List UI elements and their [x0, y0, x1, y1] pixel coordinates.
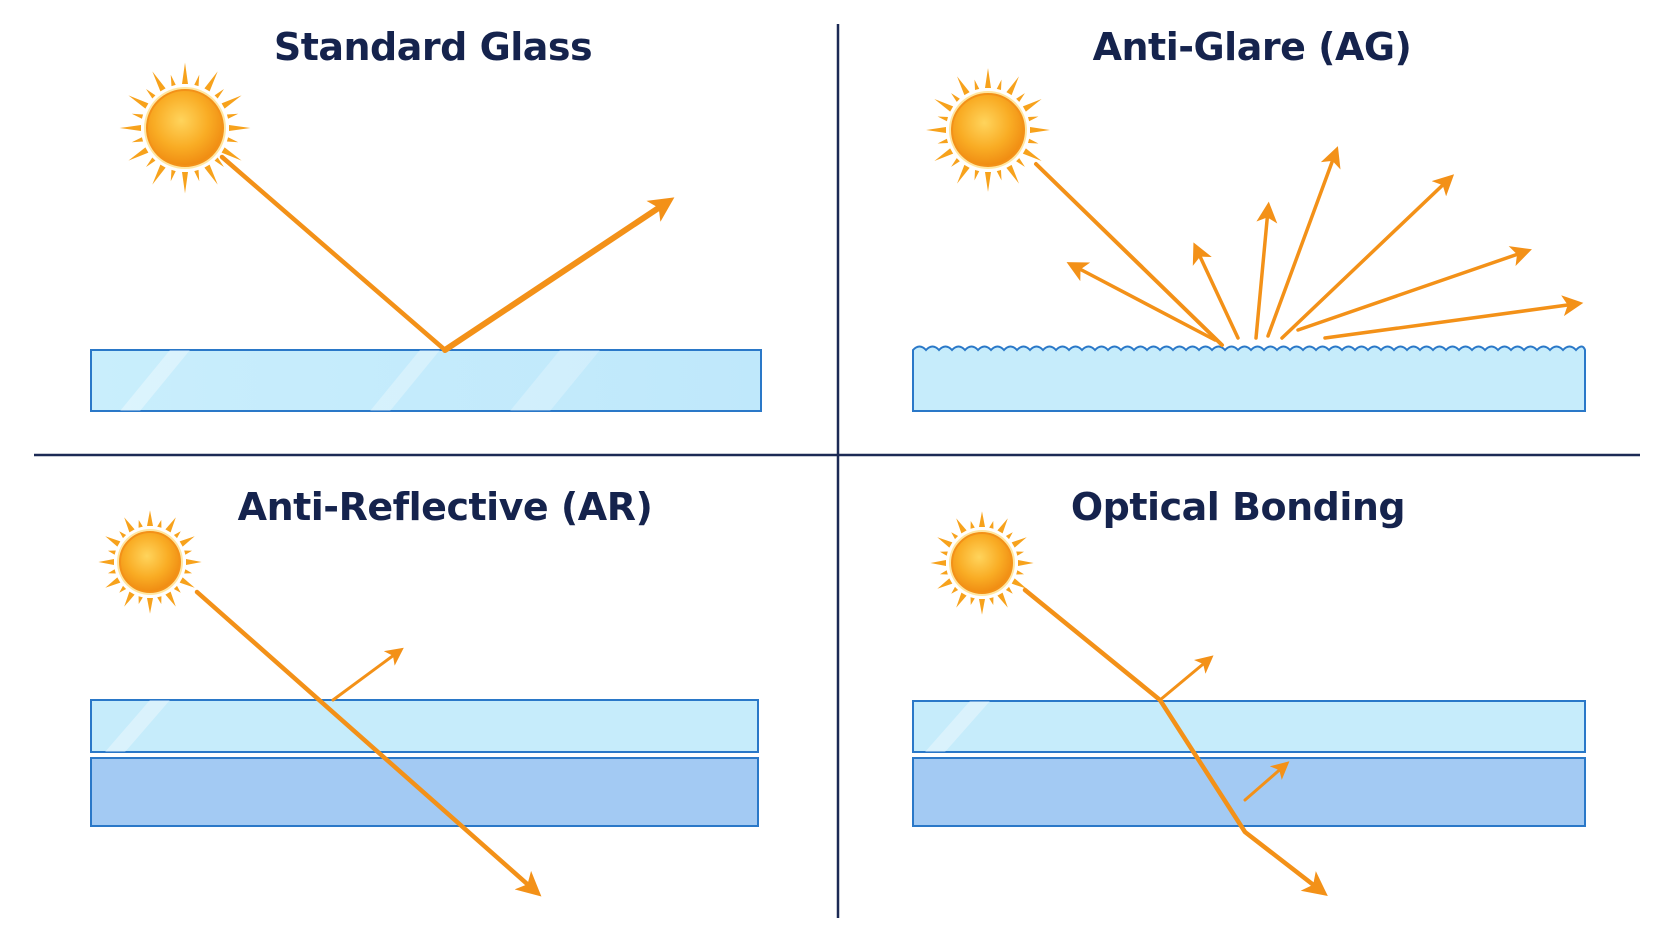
incident-ray: [219, 154, 448, 353]
transmitted-ray: [194, 589, 542, 897]
sun-icon: [119, 62, 251, 194]
sun-icon: [98, 510, 202, 614]
bonded-glass-stack: [912, 700, 1586, 827]
scattered-ray: [1280, 174, 1455, 340]
glass-pane: [90, 349, 762, 412]
weak-reflected-ray: [1158, 655, 1214, 702]
panel-standard-glass: Standard Glass: [90, 25, 762, 412]
panel-anti-reflective: Anti-Reflective (AR): [90, 485, 759, 897]
incident-ray: [1034, 162, 1224, 347]
cover-glass-layer: [912, 700, 1586, 753]
reflected-ray: [442, 197, 675, 353]
sun-icon: [930, 511, 1034, 615]
scattered-ray: [1323, 295, 1584, 340]
weak-reflected-ray: [331, 647, 404, 702]
transmitted-ray: [1022, 587, 1328, 897]
scattered-ray: [1192, 242, 1240, 340]
sun-icon: [926, 68, 1050, 192]
layered-glass-stack: [90, 699, 759, 827]
panel-optical-bonding: Optical Bonding: [912, 485, 1586, 897]
weak-internal-reflection: [1243, 761, 1290, 802]
ar-coated-glass-layer: [90, 699, 759, 753]
panel-title: Anti-Glare (AG): [1093, 25, 1412, 69]
panel-title: Standard Glass: [274, 25, 592, 69]
panel-anti-glare: Anti-Glare (AG): [912, 25, 1586, 412]
diffuse-reflections: [1066, 146, 1584, 342]
etched-glass-pane: [912, 345, 1586, 412]
panel-title: Anti-Reflective (AR): [238, 485, 653, 529]
scattered-ray: [1254, 201, 1278, 340]
scattered-ray: [1296, 246, 1532, 332]
scattered-ray: [1066, 262, 1217, 342]
panel-title: Optical Bonding: [1071, 485, 1405, 529]
scattered-ray: [1266, 146, 1341, 338]
display-layer: [912, 757, 1586, 827]
